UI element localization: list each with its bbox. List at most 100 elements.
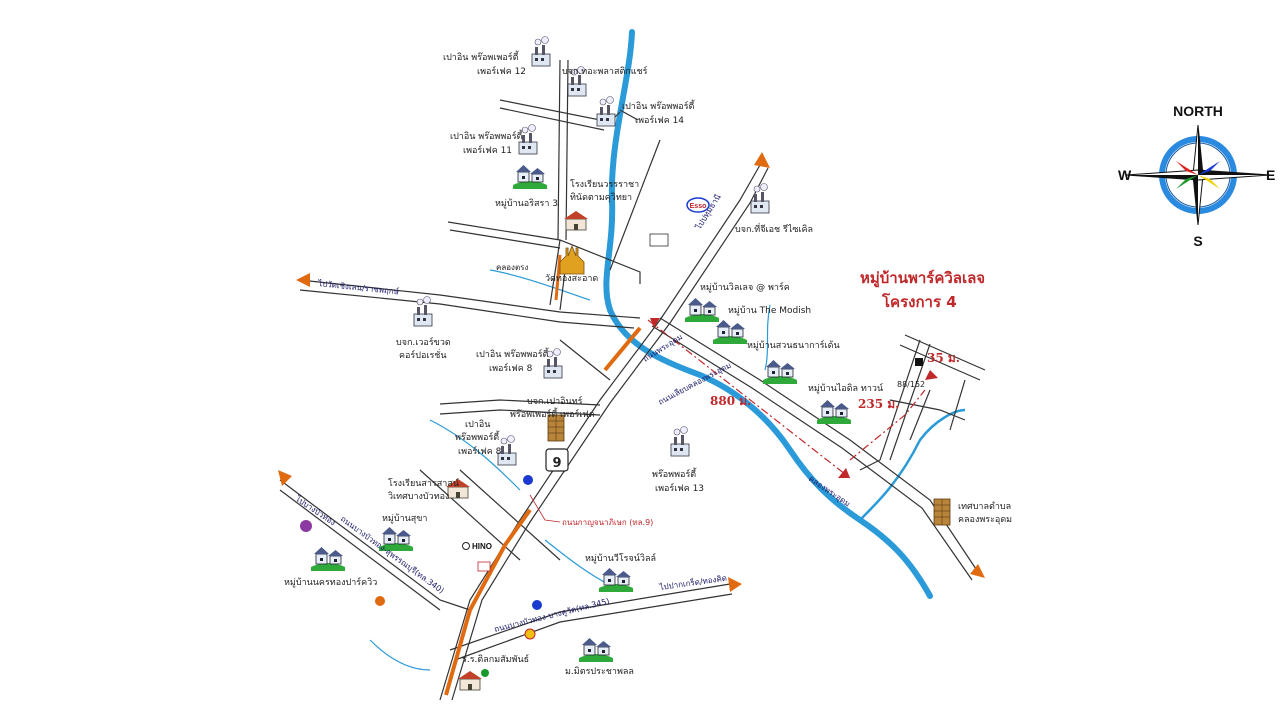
- project-marker[interactable]: [915, 358, 923, 366]
- label-school2-line1: โรงเรียนสารสาสน์: [388, 477, 459, 489]
- highway-9-segment-north: [603, 326, 642, 372]
- house-icon: [310, 546, 346, 572]
- svg-text:HINO: HINO: [472, 542, 492, 551]
- project-address: 88/152: [897, 380, 925, 389]
- label-idealtown: หมู่บ้านไอดิล ทาวน์: [808, 382, 883, 394]
- label-themodish: หมู่บ้าน The Modish: [728, 305, 811, 316]
- label-pc13-line1: พร๊อพพอร์ตี้: [652, 467, 697, 480]
- label-pao-office-line1: บจก.เปาอินทร์: [527, 395, 583, 407]
- label-pc8b-line1: เปาอิน: [465, 419, 490, 430]
- label-school2-line2: วิเทศบางบัวทอง: [388, 491, 449, 502]
- label-canal: คลองตรง: [496, 263, 528, 272]
- label-pc12-line1: เปาอิน พร๊อพเพอร์ตี้: [443, 50, 520, 63]
- hino-logo: HINO: [462, 542, 492, 551]
- label-school3: ร.ร.ติลกมสัมพันธ์: [462, 653, 529, 665]
- label-pc14-line1: เปาอิน พร๊อพพอร์ตี้: [622, 99, 695, 112]
- upper-road-segment: [554, 254, 562, 301]
- factory-icon: [670, 426, 690, 457]
- arrow-north: [754, 152, 770, 168]
- house-icon: [712, 319, 748, 345]
- pttlogo-icon: [532, 600, 542, 610]
- road-to-bangbuathong: ไปบางบัวทอง: [293, 494, 337, 528]
- house-icon: [578, 637, 614, 663]
- factory-icon: [531, 36, 551, 67]
- label-pc8b-line3: เพอร์เฟค 8: [458, 445, 502, 457]
- label-pc14-line2: เพอร์เฟค 14: [635, 114, 684, 126]
- house-icon: [512, 164, 548, 190]
- school-icon: [457, 670, 483, 691]
- label-pc13-line2: เพอร์เฟค 13: [655, 482, 704, 494]
- label-mittra: ม.มิตรประชาพลล: [565, 666, 634, 677]
- bank-icon: [375, 596, 385, 606]
- label-nakorn: หมู่บ้านนครทองปาร์ควิว: [284, 576, 377, 588]
- distance-line-880: [647, 319, 851, 479]
- canal-label-east: คลองพระอุดม: [807, 474, 852, 508]
- house-icon: [598, 567, 634, 593]
- svg-text:Esso: Esso: [690, 203, 707, 210]
- house-icon: [762, 359, 798, 385]
- label-pao-office-line2: พร๊อพเพอร์ตี้ เพอร์เฟค: [510, 407, 595, 420]
- road-to-pakkret: ไปปากเกร็ด/ทองคิด: [658, 573, 728, 592]
- distance-35: 35 ม.: [927, 351, 960, 365]
- river-branch-east: [859, 408, 966, 521]
- arrow-nw: [278, 470, 292, 486]
- label-parkvillage: หมู่บ้านวิลเลจ @ พาร์ค: [700, 281, 790, 293]
- label-tjrecycle: บจก.ที่จีเอช รีไซเคิล: [735, 222, 813, 235]
- label-warehouse-line2: คอร์ปอเรชั่น: [399, 348, 447, 361]
- road-345: ถนนบางบัวทอง-บางคูวัด(ทล.345): [493, 597, 610, 635]
- river-main: [603, 29, 933, 599]
- distance-235: 235 ม.: [858, 397, 899, 411]
- compass-west: W: [1118, 167, 1132, 183]
- label-pc11-line1: เปาอิน พร๊อพพอร์ตี้: [450, 129, 523, 142]
- gate-icon: [477, 561, 491, 572]
- label-pc8b-line2: พร๊อพพอร์ตี้: [455, 430, 500, 443]
- label-pc8a-line2: เพอร์เฟค 8: [489, 362, 533, 374]
- river-branch-upper: [489, 269, 591, 301]
- label-pc8a-line1: เปาอิน พร๊อพพอร์ตี้: [476, 347, 549, 360]
- label-pc12-line2: เพอร์เฟค 12: [477, 65, 526, 77]
- label-suksa: หมู่บ้านสุขา: [382, 513, 427, 524]
- label-warehouse-line1: บจก.เวอร์ขวด: [396, 336, 451, 348]
- label-municipal-line1: เทศบาลตำบล: [958, 501, 1011, 512]
- building-icon: [933, 498, 951, 526]
- label-school1-line2: ทินัดตามคุวิทยา: [570, 192, 632, 203]
- arrow-east-345: [728, 577, 742, 592]
- road-network: [279, 59, 986, 701]
- school-icon: [563, 210, 589, 231]
- house-icon: [816, 399, 852, 425]
- label-wat: วัดทองสะอาด: [545, 274, 598, 284]
- label-village-srira: หมู่บ้านอริสรา 3: [495, 198, 558, 209]
- temple-icon: [559, 244, 585, 275]
- house-icon: [684, 297, 720, 323]
- factory-icon: [750, 183, 770, 214]
- factory-icon: [413, 296, 433, 327]
- label-school1-line1: โรงเรียนวรรราชา: [570, 179, 639, 190]
- route-9-shield: 9: [545, 448, 569, 472]
- highway-9-segment-south: [444, 508, 532, 696]
- esso-logo: Esso: [686, 197, 710, 213]
- svg-text:9: 9: [552, 456, 561, 471]
- project-title-line2: โครงการ 4: [881, 292, 957, 311]
- label-chaiyaporn: บจก.ทอะพลาสติกแชร์: [562, 65, 648, 77]
- label-roj: หมู่บ้านวีโรจน์วิลล์: [585, 552, 656, 564]
- label-pc11-line2: เพอร์เฟค 11: [463, 144, 512, 156]
- label-road9: ถนนกาญจนาภิเษก (ทล.9): [562, 518, 653, 527]
- shell-icon: [524, 628, 536, 640]
- distance-line-235: [849, 389, 926, 461]
- river-branch-mid: [764, 304, 771, 371]
- ptt-icon: [481, 669, 489, 677]
- bank-icon: [300, 520, 312, 532]
- arrow-west: [296, 273, 310, 287]
- river-branch-w: [369, 639, 431, 671]
- label-municipal-line2: คลองพระอุดม: [958, 515, 1012, 525]
- project-title-line1: หมู่บ้านพาร์ควิลเลจ: [860, 269, 985, 288]
- road-to-ratchaphruek: ไปวัดเชิงเลน/ราชพฤกษ์: [317, 278, 400, 297]
- pttlogo-icon: [523, 475, 533, 485]
- river-branch-sw: [429, 419, 521, 491]
- compass-east: E: [1266, 167, 1275, 183]
- compass-south: S: [1193, 233, 1202, 249]
- compass-north: NORTH: [1173, 103, 1223, 119]
- factory-icon: [596, 96, 616, 127]
- signboard-icon: [649, 233, 669, 247]
